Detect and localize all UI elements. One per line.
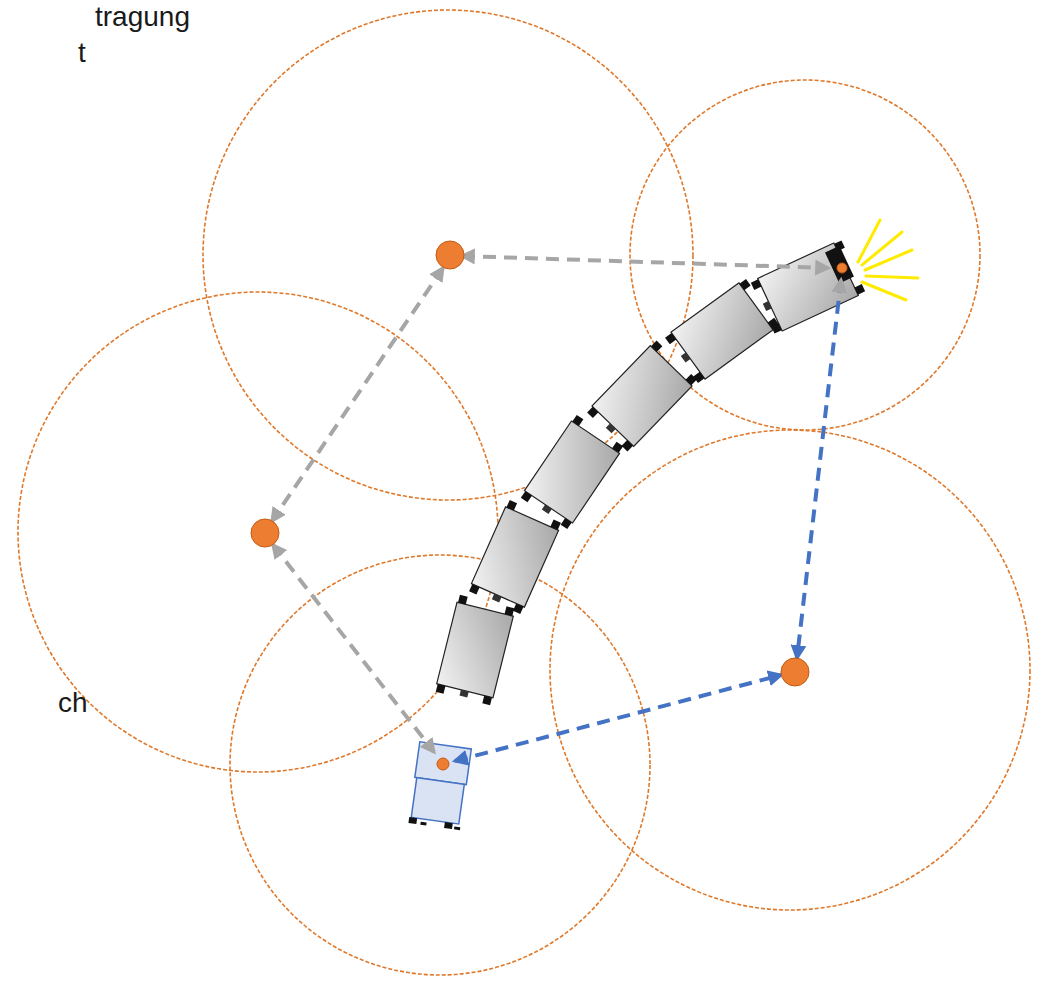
range-circle (550, 430, 1030, 910)
grey-arrow (272, 268, 443, 521)
range-circle (203, 10, 693, 500)
text-label: t (78, 38, 86, 69)
grey-arrow (462, 256, 828, 268)
anchor-dot (837, 263, 847, 273)
snake-segment (435, 594, 515, 705)
range-circle (230, 555, 650, 975)
anchor-dot (781, 658, 809, 686)
snake-segment (520, 414, 624, 529)
text-label: ch (58, 688, 88, 719)
anchor-dot (437, 758, 449, 770)
anchor-dot (436, 241, 464, 269)
light-rays (858, 220, 918, 300)
snake-segment (665, 278, 780, 384)
range-circle (18, 292, 498, 772)
snake-robot (435, 240, 866, 706)
blue-arrow (797, 280, 841, 658)
tail-module (408, 742, 471, 830)
head-sensor (825, 246, 854, 284)
blue-arrow (455, 675, 781, 761)
anchor-dot (251, 519, 279, 547)
snake-segment (468, 500, 562, 615)
snake-segment (586, 340, 697, 452)
anchor-dot (251, 241, 847, 770)
range-circle (18, 10, 1030, 975)
grey-arrow (273, 545, 434, 752)
snake-segment (750, 240, 865, 335)
distance-arrows (272, 256, 841, 761)
text-label: tragung (95, 2, 190, 33)
